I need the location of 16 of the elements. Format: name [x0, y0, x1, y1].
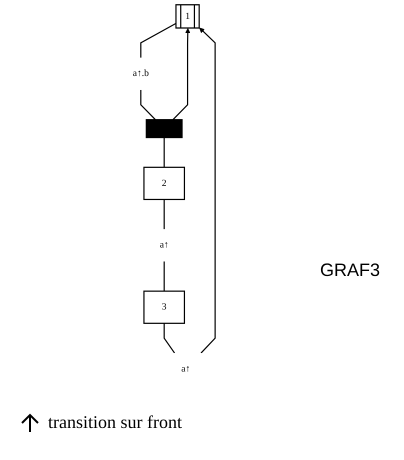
- arrow: [172, 28, 190, 120]
- connector: [140, 22, 177, 58]
- node-text: a↑: [160, 240, 169, 250]
- node-text: a↑.b: [132, 68, 149, 79]
- arrow: [199, 28, 216, 354]
- legend-text: transition sur front: [48, 412, 182, 433]
- connector: [164, 138, 165, 168]
- connector: [140, 90, 156, 120]
- diagram-label: GRAF3: [320, 260, 380, 281]
- node-box: 2: [143, 166, 186, 200]
- connector: [164, 199, 165, 230]
- node-box: 3: [143, 290, 186, 324]
- connector: [164, 323, 176, 354]
- node-bar: [146, 119, 183, 138]
- connector: [164, 261, 165, 292]
- node-text: a↑: [181, 364, 190, 374]
